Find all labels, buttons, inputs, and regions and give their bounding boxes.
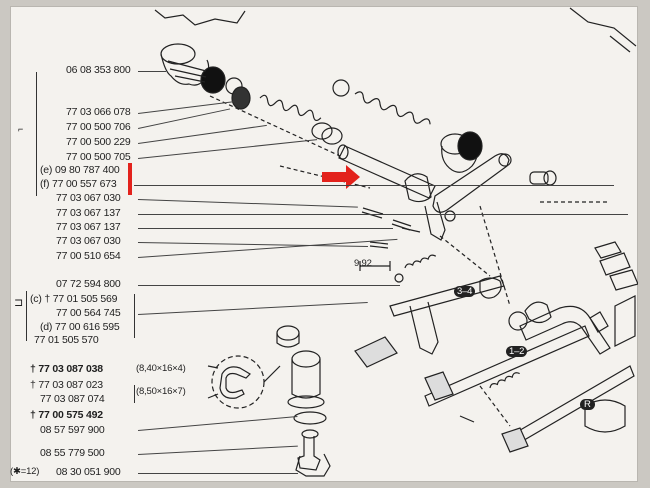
footnote-marker: (✱=12): [10, 466, 40, 477]
part-number: † 77 03 087 038: [30, 363, 103, 375]
leader-line: [138, 473, 298, 474]
dimension-label: (8,40×16×4): [136, 363, 186, 374]
margin-symbol: ⊐: [14, 297, 24, 309]
gear-label-3-4: 3–4: [454, 286, 476, 297]
bracket: [36, 72, 37, 196]
part-number: † 77 03 087 023: [30, 379, 103, 391]
part-number: 77 03 067 137: [56, 221, 121, 233]
leader-line: [138, 285, 400, 286]
part-number: 08 57 597 900: [40, 424, 105, 436]
leader-line: [138, 228, 393, 229]
part-number: (d) 77 00 616 595: [40, 321, 120, 333]
part-number: (c) † 77 01 505 569: [30, 293, 118, 305]
part-number: 77 03 067 137: [56, 207, 121, 219]
bracket: [134, 294, 135, 338]
leader-line: [134, 185, 614, 186]
red-arrow-icon: [322, 165, 360, 189]
part-number: 06 08 353 800: [66, 64, 131, 76]
bracket: [26, 291, 27, 341]
part-number: (f) 77 00 557 673: [40, 178, 117, 190]
part-number: 77 00 500 229: [66, 136, 131, 148]
exploded-parts-drawing: [154, 7, 638, 477]
part-number: 77 03 087 074: [40, 393, 105, 405]
rubber-boot-icon: [160, 43, 226, 94]
dimension-label: (8,50×16×7): [136, 386, 186, 397]
part-number: (e) 09 80 787 400: [40, 164, 120, 176]
part-number: 77 00 510 654: [56, 250, 121, 262]
part-number: 77 03 066 078: [66, 106, 131, 118]
part-number: 07 72 594 800: [56, 278, 121, 290]
part-number: 77 00 500 706: [66, 121, 131, 133]
gear-label-1-2: 1–2: [506, 346, 528, 357]
measurement-label: 9,92: [354, 258, 372, 269]
catalog-page: ⌐ ⊐ 06 08 353 800 77 03 066 078 77 00 50…: [10, 6, 638, 482]
leader-line: [138, 214, 628, 215]
part-number: 08 55 779 500: [40, 447, 105, 459]
part-number: 77 00 500 705: [66, 151, 131, 163]
part-number: † 77 00 575 492: [30, 409, 103, 421]
part-number: 08 30 051 900: [56, 466, 121, 478]
part-number: 77 03 067 030: [56, 235, 121, 247]
part-number: 77 00 564 745: [56, 307, 121, 319]
bracket: [134, 385, 135, 403]
margin-symbol: ⌐: [18, 124, 24, 134]
part-number: 77 03 067 030: [56, 192, 121, 204]
gear-label-r: R: [580, 399, 595, 410]
highlight-bar: [128, 163, 132, 195]
part-number: 77 01 505 570: [34, 334, 99, 346]
leader-line: [138, 71, 166, 72]
